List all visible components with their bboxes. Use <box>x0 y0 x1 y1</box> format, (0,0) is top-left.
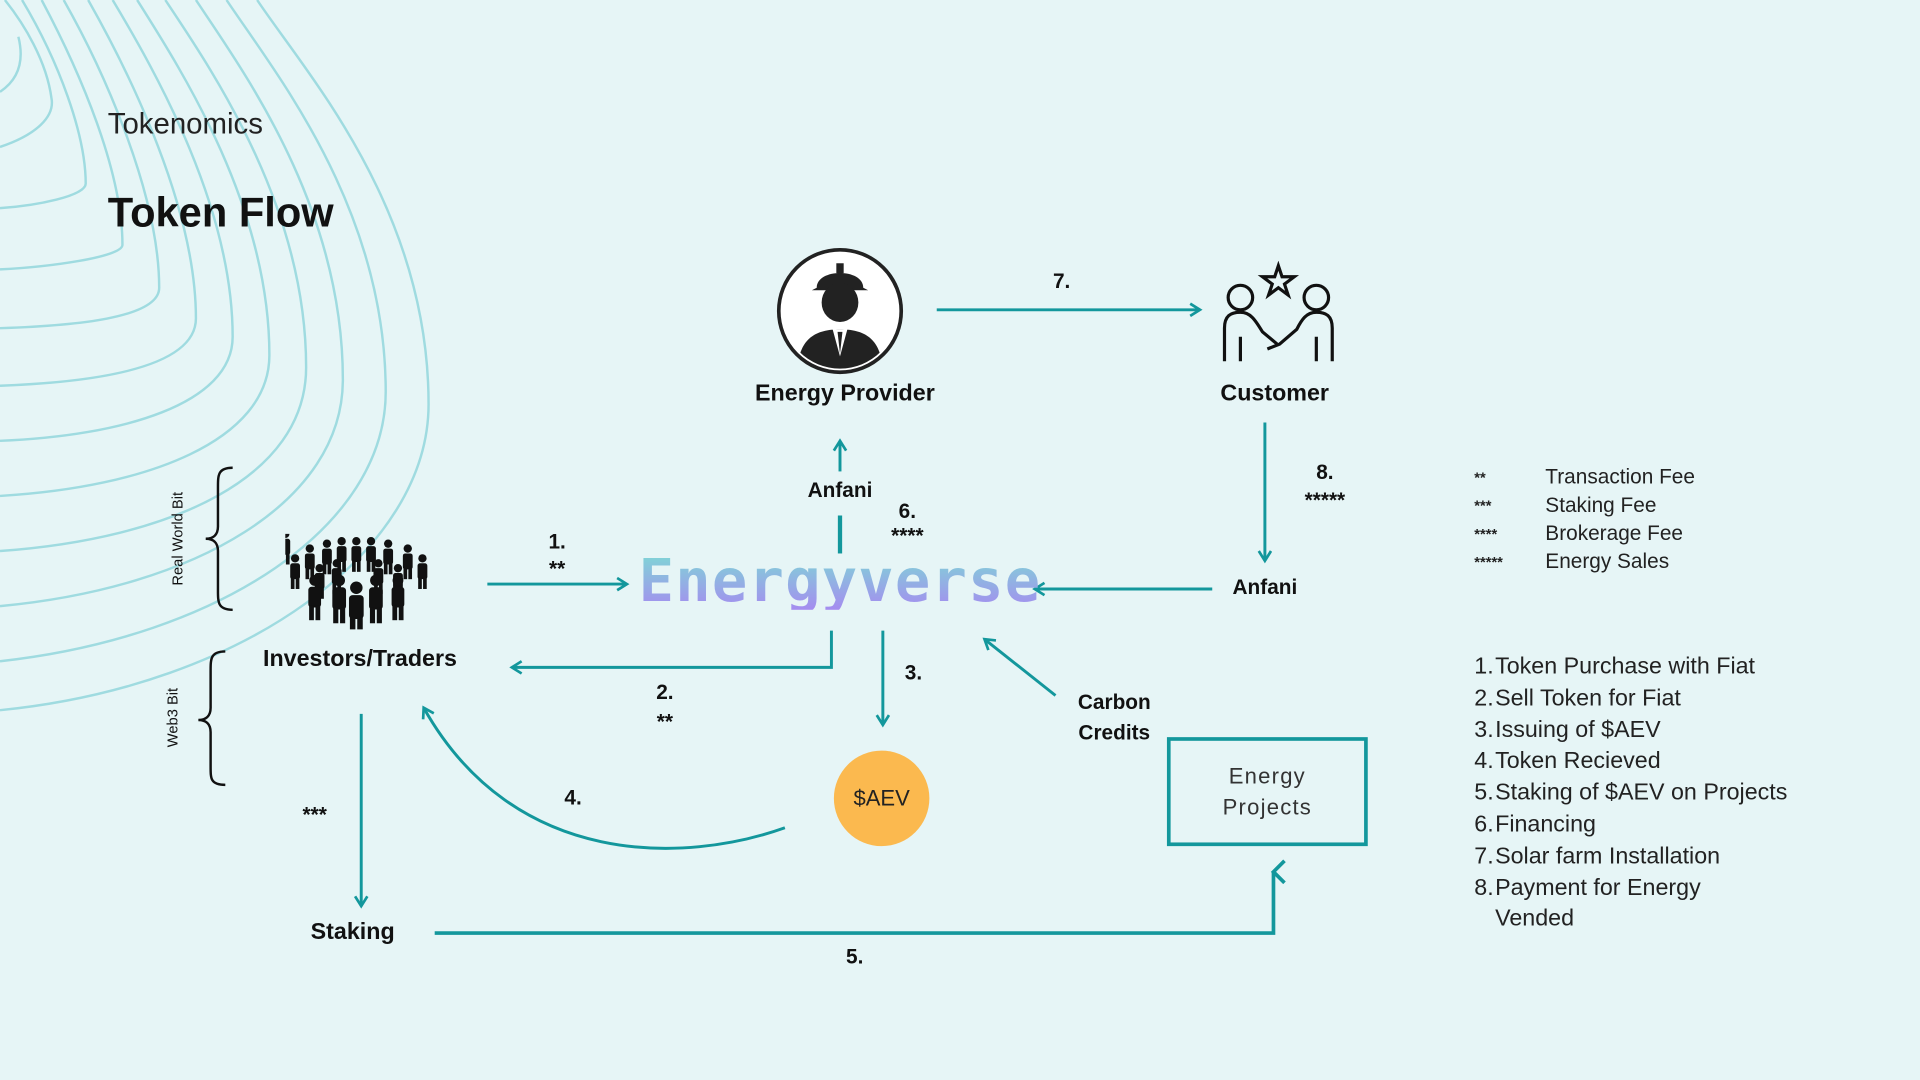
flow-8-fee: ***** <box>1304 488 1346 512</box>
step-item: 4.Token Recieved <box>1474 746 1787 778</box>
legend-key: **** <box>1474 525 1498 543</box>
flow-1-number: 1. <box>548 530 566 554</box>
flow-6-fee: **** <box>891 524 924 548</box>
engineer-icon <box>776 247 904 375</box>
step-number <box>1474 904 1495 936</box>
anfani-right-label: Anfani <box>1232 575 1298 599</box>
handshake-customer-icon <box>1222 260 1334 362</box>
energy-projects-line1: Energy <box>1228 763 1306 788</box>
step-number: 8. <box>1474 874 1494 901</box>
staking-label: Staking <box>310 919 395 946</box>
step-number: 6. <box>1474 811 1494 838</box>
step-label: Payment for Energy <box>1495 874 1701 901</box>
legend-key: *** <box>1474 497 1492 515</box>
legend-item: ** Transaction Fee <box>1474 465 1695 493</box>
legend-item: ***** Energy Sales <box>1474 550 1695 578</box>
step-label: Token Purchase with Fiat <box>1495 653 1756 680</box>
energyverse-logo: Energyverse <box>638 547 1042 616</box>
step-label: Vended <box>1495 906 1575 933</box>
arrow-carbon <box>982 637 1057 697</box>
step-number: 3. <box>1474 717 1494 743</box>
step-number: 5. <box>1474 780 1494 806</box>
arrow-5 <box>434 872 1274 935</box>
step-label: Token Recieved <box>1495 748 1661 775</box>
flow-5-number: 5. <box>846 945 864 969</box>
step-number: 1. <box>1474 653 1494 680</box>
page-subtitle: Tokenomics <box>107 107 263 141</box>
step-item: 2.Sell Token for Fiat <box>1474 683 1787 715</box>
brace-label-web3: Web3 Bit <box>164 687 182 748</box>
legend-item: **** Brokerage Fee <box>1474 522 1695 550</box>
legend-key: ***** <box>1474 553 1503 571</box>
staking-fee-mark: *** <box>302 803 327 827</box>
arrow-4 <box>421 705 786 850</box>
carbon-line1: Carbon <box>1077 690 1151 714</box>
energy-provider-label: Energy Provider <box>755 380 935 407</box>
legend-label: Staking Fee <box>1545 493 1657 517</box>
arrow-2 <box>509 630 833 675</box>
legend-label: Energy Sales <box>1545 549 1670 574</box>
step-label: Financing <box>1495 811 1596 838</box>
aev-token-label: $AEV <box>853 785 910 811</box>
brace-label-real-world: Real World Bit <box>168 491 187 586</box>
steps-list: 1.Token Purchase with Fiat 2.Sell Token … <box>1474 651 1787 935</box>
flow-3-number: 3. <box>904 661 923 685</box>
brace-real-world <box>205 466 233 612</box>
legend-label: Transaction Fee <box>1545 465 1695 489</box>
flow-8-number: 8. <box>1316 460 1334 484</box>
flow-4-number: 4. <box>564 786 582 810</box>
step-number: 4. <box>1474 748 1494 775</box>
step-item: Vended <box>1474 904 1787 936</box>
carbon-line2: Credits <box>1078 721 1151 745</box>
step-label: Issuing of $AEV <box>1495 717 1661 743</box>
aev-token: $AEV <box>833 750 930 847</box>
step-item: 7.Solar farm Installation <box>1474 841 1787 873</box>
customer-label: Customer <box>1220 380 1329 407</box>
step-label: Staking of $AEV on Projects <box>1495 780 1788 806</box>
anfani-top-label: Anfani <box>807 478 873 503</box>
brace-web3 <box>198 650 226 787</box>
crowd-icon <box>285 533 428 630</box>
step-item: 6.Financing <box>1474 809 1787 841</box>
step-item: 3.Issuing of $AEV <box>1474 715 1787 747</box>
step-item: 8.Payment for Energy <box>1474 873 1787 905</box>
investors-label: Investors/Traders <box>263 646 457 673</box>
fee-legend: ** Transaction Fee *** Staking Fee **** Bro… <box>1474 465 1695 578</box>
flow-6-number: 6. <box>898 499 917 523</box>
step-number: 7. <box>1474 843 1494 870</box>
flow-2-fee: ** <box>656 710 674 734</box>
page-title: Token Flow <box>107 189 334 237</box>
legend-label: Brokerage Fee <box>1545 521 1684 545</box>
step-item: 5.Staking of $AEV on Projects <box>1474 778 1787 810</box>
legend-key: ** <box>1474 468 1486 487</box>
step-label: Sell Token for Fiat <box>1495 685 1681 712</box>
step-item: 1.Token Purchase with Fiat <box>1474 651 1787 683</box>
step-label: Solar farm Installation <box>1495 843 1721 870</box>
step-number: 2. <box>1474 685 1494 712</box>
flow-7-number: 7. <box>1052 269 1071 293</box>
legend-item: *** Staking Fee <box>1474 493 1695 521</box>
flow-2-number: 2. <box>656 680 674 705</box>
energy-projects-line2: Projects <box>1222 794 1313 819</box>
flow-1-fee: ** <box>549 557 566 581</box>
